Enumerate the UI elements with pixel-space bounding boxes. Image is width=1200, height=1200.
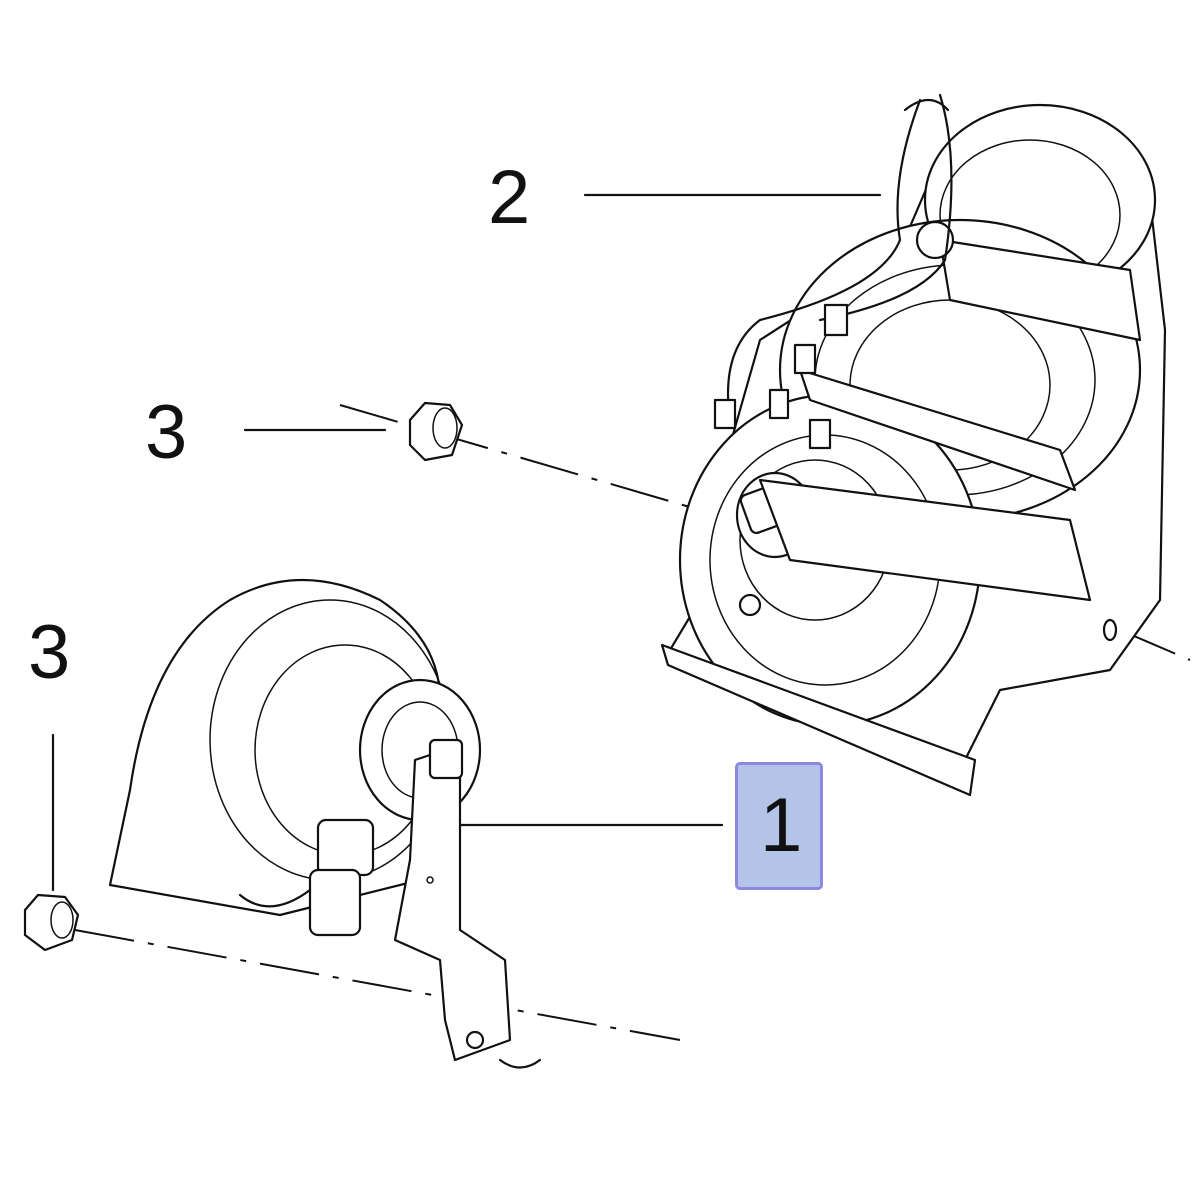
- mounting-axis-upper: [339, 404, 701, 511]
- mounting-axis-lower: [74, 929, 681, 1041]
- single-horn: [108, 579, 542, 1069]
- callout-1[interactable]: 1: [760, 783, 803, 868]
- dual-horn: [660, 93, 1167, 797]
- callout-3-upper[interactable]: 3: [145, 390, 188, 475]
- callout-3-lower[interactable]: 3: [28, 610, 71, 695]
- callout-1-highlight: [735, 762, 823, 890]
- nut-lower: [23, 893, 80, 952]
- nut-upper: [408, 401, 464, 462]
- callout-2[interactable]: 2: [488, 155, 531, 240]
